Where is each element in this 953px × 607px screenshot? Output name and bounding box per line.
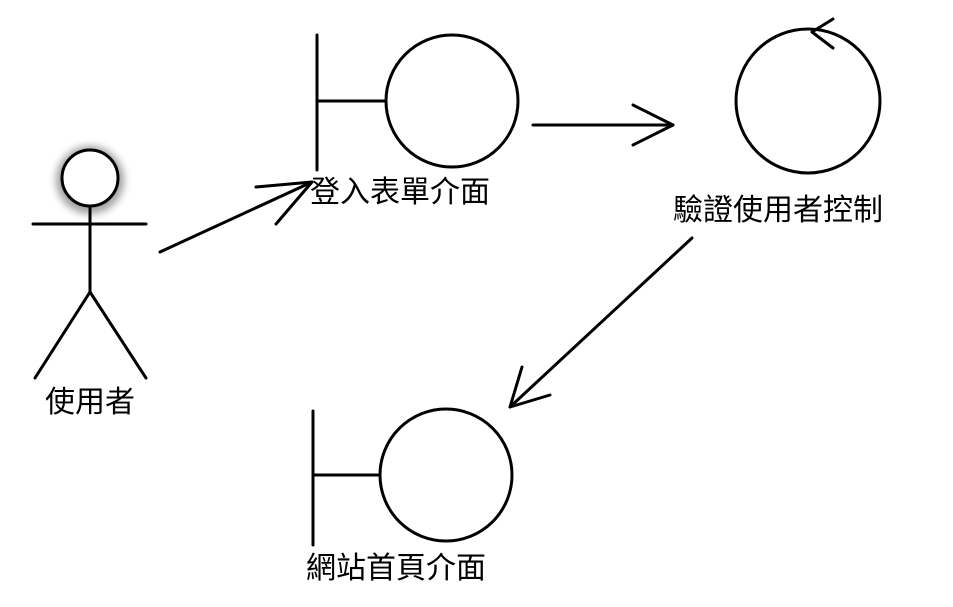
- arrow-login-to-control: [531, 103, 675, 147]
- actor-head: [60, 148, 120, 208]
- boundary-login-form: 登入表單介面: [310, 33, 520, 210]
- arrow-shaft: [158, 180, 314, 254]
- boundary-home-page: 網站首頁介面: [306, 407, 514, 586]
- home-page-label: 網站首頁介面: [306, 551, 486, 586]
- control-circle: [734, 27, 882, 175]
- arrow-actor-to-login: [158, 180, 314, 254]
- arrow-head: [631, 103, 675, 147]
- actor-user: 使用者: [31, 146, 148, 420]
- boundary-circle: [384, 33, 520, 169]
- control-arrowhead: [810, 17, 835, 50]
- actor-label: 使用者: [45, 385, 135, 420]
- login-form-label: 登入表單介面: [310, 175, 490, 210]
- arrow-shaft: [508, 236, 694, 409]
- control-verify-user: 驗證使用者控制: [673, 17, 883, 228]
- arrow-control-to-home: [508, 236, 694, 409]
- arrow-head: [254, 180, 314, 226]
- boundary-circle: [378, 407, 514, 543]
- actor-right-leg: [88, 290, 148, 380]
- actor-left-leg: [33, 290, 92, 380]
- verify-control-label: 驗證使用者控制: [673, 193, 883, 228]
- arrow-head: [508, 365, 552, 409]
